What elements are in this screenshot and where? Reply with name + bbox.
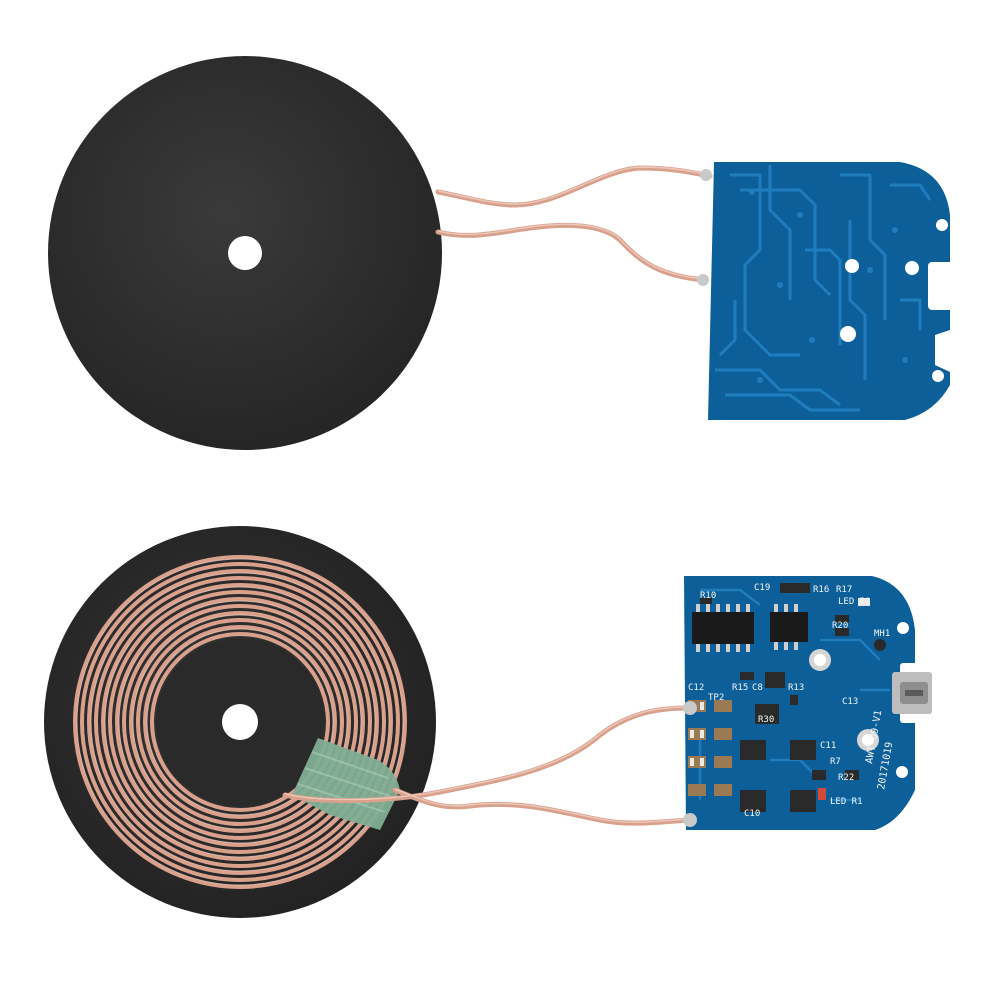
label-r30: R30	[758, 715, 774, 725]
label-r7: R7	[830, 757, 841, 767]
ic-u1	[692, 612, 754, 644]
label-c10: C10	[744, 809, 760, 819]
label-r16: R16	[813, 585, 829, 595]
label-r22: R22	[838, 773, 854, 783]
label-c12: C12	[688, 683, 704, 693]
label-r10: R10	[700, 591, 716, 601]
upper-pcb-vias	[749, 189, 908, 383]
upper-pcb-usb-cutout	[928, 262, 958, 310]
upper-pad-center-hole	[228, 236, 262, 270]
lower-coil-windings	[73, 555, 407, 889]
label-c11: C11	[820, 741, 836, 751]
upper-pcb-board	[697, 162, 958, 420]
led-b1	[858, 598, 870, 606]
label-c13: C13	[842, 697, 858, 707]
lower-pad-center-hole	[222, 704, 258, 740]
lower-coil-leads	[282, 705, 691, 826]
upper-coil-leads	[435, 165, 713, 283]
label-led-r1: LED R1	[830, 797, 863, 807]
upper-coil-pad	[48, 56, 442, 450]
lower-coil-pad	[44, 526, 436, 918]
label-tp2: TP2	[708, 693, 724, 703]
coil-tape	[292, 738, 400, 830]
label-c8: C8	[752, 683, 763, 693]
label-r13: R13	[788, 683, 804, 693]
label-led-b1: LED B1	[838, 597, 871, 607]
label-r15: R15	[732, 683, 748, 693]
lower-pcb-board	[683, 576, 932, 830]
label-mh1: MH1	[874, 629, 890, 639]
micro-usb-port	[892, 672, 932, 714]
label-c19: C19	[754, 583, 770, 593]
label-r17: R17	[836, 585, 852, 595]
led-r1	[818, 788, 826, 800]
ic-u2	[770, 612, 808, 642]
label-r20: R20	[832, 621, 848, 631]
